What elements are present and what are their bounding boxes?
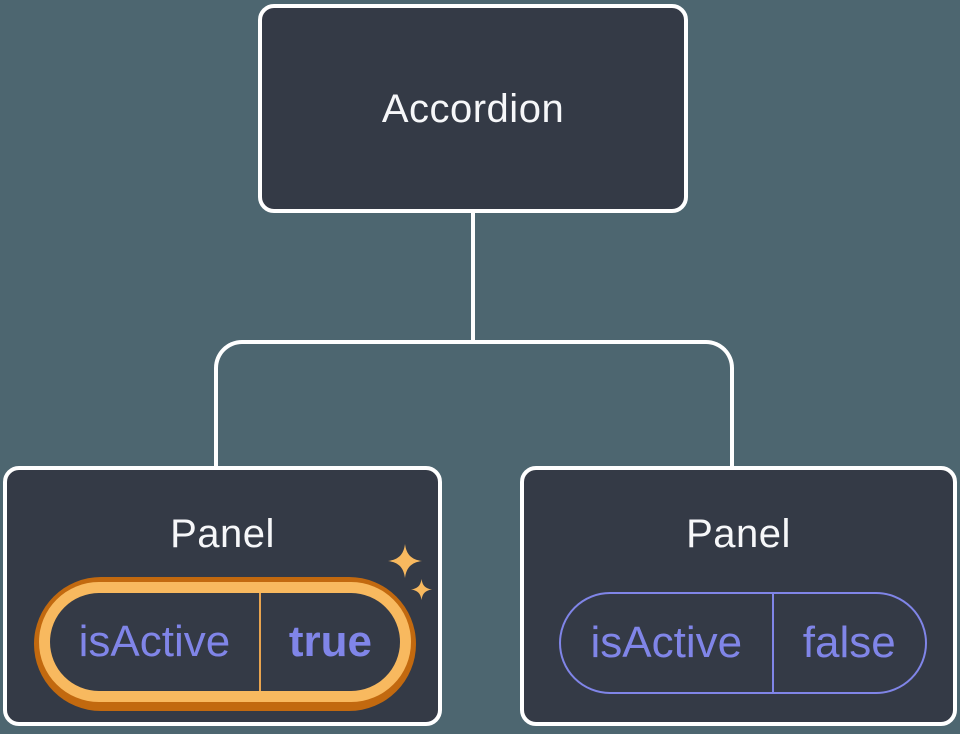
- panel-inactive-label: Panel: [686, 512, 791, 556]
- sparkle-icon-small: [411, 579, 432, 600]
- state-pill-active-band: isActive true: [39, 582, 411, 702]
- state-pill-active-body: isActive true: [50, 593, 400, 691]
- sparkle-icon-large: [388, 544, 422, 578]
- connector-root-line: [471, 211, 475, 344]
- connector-branch-bracket: [214, 340, 734, 466]
- state-key-label: isActive: [590, 618, 743, 667]
- state-pill-inactive: isActive false: [559, 592, 927, 694]
- state-value-label: true: [288, 617, 372, 666]
- state-pill-active: isActive true: [34, 577, 416, 711]
- accordion-label: Accordion: [381, 86, 565, 131]
- state-key-label: isActive: [78, 617, 231, 666]
- panel-active-label: Panel: [170, 512, 275, 556]
- state-key-cell: isActive: [50, 593, 259, 691]
- state-key-cell: isActive: [561, 594, 772, 692]
- node-panel-inactive: Panel isActive false: [520, 466, 957, 726]
- state-value-cell: false: [771, 594, 925, 692]
- state-value-cell: true: [258, 593, 400, 691]
- state-value-label: false: [802, 618, 896, 667]
- node-panel-active: Panel isActive true: [3, 466, 442, 726]
- node-accordion: Accordion: [258, 4, 688, 213]
